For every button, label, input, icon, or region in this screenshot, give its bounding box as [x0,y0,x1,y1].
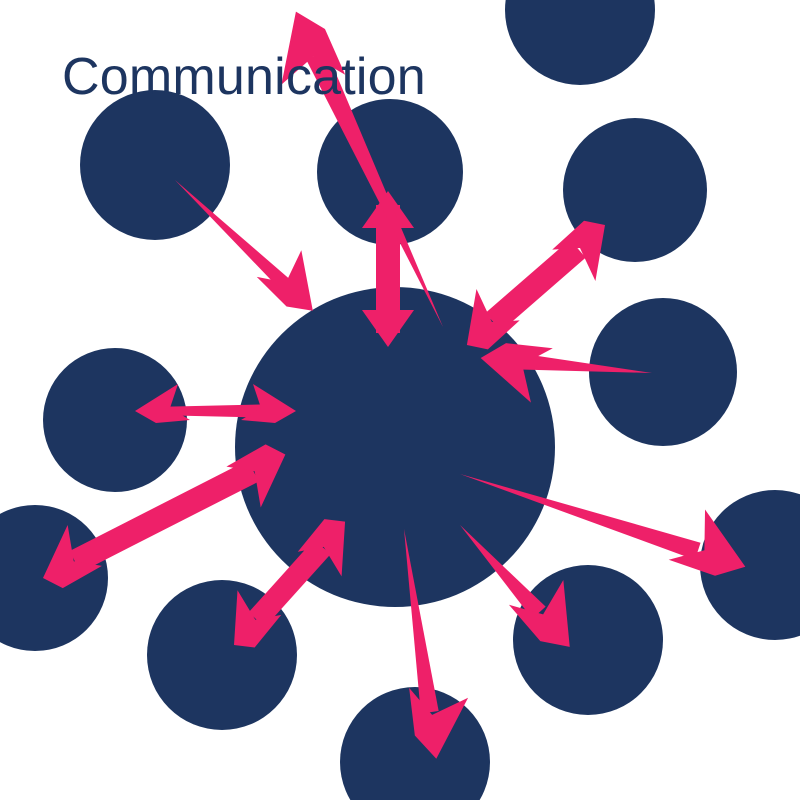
link-bottom-center[interactable] [386,523,476,761]
arrow-shaft [485,239,586,332]
arrow-head [508,579,570,647]
arrow-head-right [241,384,296,423]
node-top-right-upper[interactable] [505,0,655,85]
arrow-shaft-taper [306,50,443,327]
link-top-left[interactable] [165,154,338,322]
arrow-head-outer [43,525,102,589]
link-bottom-left[interactable] [209,499,371,668]
arrow-shaft-taper [519,353,652,373]
link-left[interactable] [135,384,296,423]
link-far-right[interactable] [454,434,758,584]
node-left[interactable] [43,348,187,492]
arrow-shaft-taper [175,180,306,305]
arrow-head [668,509,746,576]
node-far-right[interactable] [700,490,800,640]
arrow-head [480,343,553,403]
arrow-head-outer [234,590,282,648]
arrow-shaft-taper [152,404,282,418]
arrow-shaft-taper [460,474,701,560]
arrow-head-inner [466,289,520,350]
node-right[interactable] [589,298,737,446]
link-far-left-bottom[interactable] [27,422,302,610]
arrow-head-left [135,384,190,423]
link-top-right-upper[interactable] [256,4,460,346]
arrow-head [409,687,469,759]
arrow-head-outer [552,220,605,282]
link-right[interactable] [477,341,653,413]
arrow-shaft-taper [460,525,546,619]
arrow-head-inner [226,444,286,508]
connection-arrows-group [27,4,758,761]
link-upper-right[interactable] [443,198,628,372]
node-bottom-right[interactable] [513,565,663,715]
arrow-shaft-taper [404,529,439,714]
page-title: Communication [62,48,426,106]
node-top-left[interactable] [80,90,230,240]
arrow-head [256,250,313,311]
link-bottom-right[interactable] [447,498,600,659]
arrow-head-inner [297,519,346,577]
arrow-head [281,11,346,85]
arrow-shaft [248,539,331,628]
arrow-shaft [69,460,259,573]
arrow-head-down [362,310,414,347]
central-hub[interactable] [235,287,555,607]
